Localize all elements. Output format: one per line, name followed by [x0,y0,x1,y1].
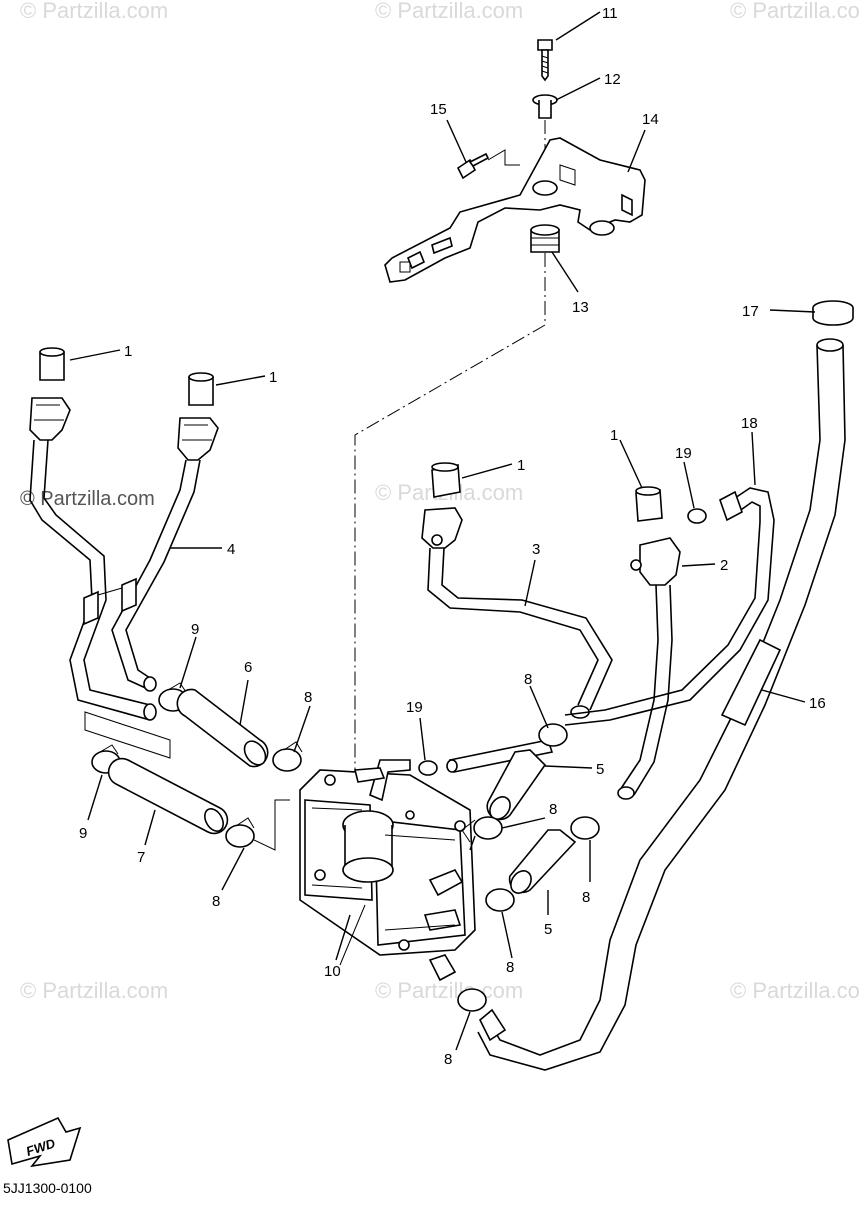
watermark-top-left: © Partzilla.com [20,0,168,23]
clip-8-bottom [457,988,487,1012]
fuel-pump-assembly [299,759,476,982]
reference-block [84,711,171,759]
screw-head [456,158,477,180]
fwd-arrow-icon [7,1116,82,1168]
joint-hoses-left [91,682,303,851]
hose-18-a [564,487,775,726]
right-hose-assembly [418,462,775,1012]
hose-left-inner-b [125,459,201,679]
callout-8-f: 8 [506,959,514,976]
bolt-head [537,39,553,51]
clip-8-mid [473,816,503,840]
main-hose-16 [477,300,854,1071]
callout-19-b: 19 [406,699,423,716]
hose-2-a [619,584,659,791]
callout-12: 12 [604,71,621,88]
hose-16-inner [477,344,846,1071]
callout-labels: 1 1 1 1 2 3 4 5 5 6 7 8 8 8 8 8 8 8 9 9 … [79,5,826,1068]
callout-1-a: 1 [124,343,132,360]
watermark-bottom-center: © Partzilla.com [375,978,523,1003]
hose-clip-a [83,590,99,626]
clip-19-upper [687,508,707,524]
callout-1-d: 1 [610,427,618,444]
callout-15: 15 [430,101,447,118]
clip-8-upper-left [272,748,302,772]
fitting-left-inner [177,417,219,461]
callout-1-b: 1 [269,369,277,386]
hose-3-a [427,547,599,706]
callout-8-e: 8 [582,889,590,906]
diagram-code: 5JJ1300-0100 [3,1180,92,1196]
callout-4: 4 [227,541,235,558]
hose-16-sleeve [720,638,782,727]
screw-shank [468,152,490,168]
callout-1-c: 1 [517,457,525,474]
bracket-assembly [354,39,646,770]
clip-8-right [570,816,600,840]
callout-2: 2 [720,557,728,574]
clip-8-lower-left [225,824,255,848]
hose-left-outer-a [29,439,151,721]
callout-18: 18 [741,415,758,432]
callout-19-a: 19 [675,445,692,462]
watermark-prominent: © Partzilla.com [20,488,155,510]
pump-outlet-upper [428,869,464,897]
hose-18-b [564,501,761,716]
hose-clip-b [121,577,137,613]
collar-sleeve [538,100,552,119]
callout-9-b: 9 [79,825,87,842]
callout-13: 13 [572,299,589,316]
callout-8-d: 8 [549,801,557,818]
hose-2-b [633,584,673,796]
fitting-hose-2 [639,537,681,586]
fitting-left-outer [29,397,71,441]
callout-8-c: 8 [212,893,220,910]
hose-16-end-top [816,338,844,352]
joint-hose-7 [107,757,229,835]
callout-3: 3 [532,541,540,558]
callout-17: 17 [742,303,759,320]
watermark-bottom-left: © Partzilla.com [20,978,168,1003]
watermark-top-center: © Partzilla.com [375,0,523,23]
clip-19-lower [418,760,438,776]
callout-11: 11 [602,5,618,22]
callout-16: 16 [809,695,826,712]
clip-8-lower-mid [485,888,515,912]
callout-8-a: 8 [524,671,532,688]
callout-9-a: 9 [191,621,199,638]
callout-5-b: 5 [544,921,552,938]
callout-5-a: 5 [596,761,604,778]
watermark-bottom-right: © Partzilla.com [730,978,859,1003]
left-hose-assembly [29,347,219,759]
callout-10: 10 [324,963,341,980]
hose-left-outer-b [43,439,151,706]
callout-6: 6 [244,659,252,676]
hose-3-b [441,547,613,711]
callout-8-b: 8 [304,689,312,706]
watermark-top-right: © Partzilla.com [730,0,859,23]
callout-14: 14 [642,111,659,128]
leader-lines [69,11,816,1051]
callout-7: 7 [137,849,145,866]
watermark-group: © Partzilla.com © Partzilla.com © Partzi… [20,0,859,1003]
clip-8-upper-right [538,723,568,747]
forward-arrow: FWD [7,1116,82,1168]
bolt-shank [541,49,549,82]
pump-drain-nipple [428,954,457,982]
hose-16-outer [487,344,821,1056]
callout-8-g: 8 [444,1051,452,1068]
